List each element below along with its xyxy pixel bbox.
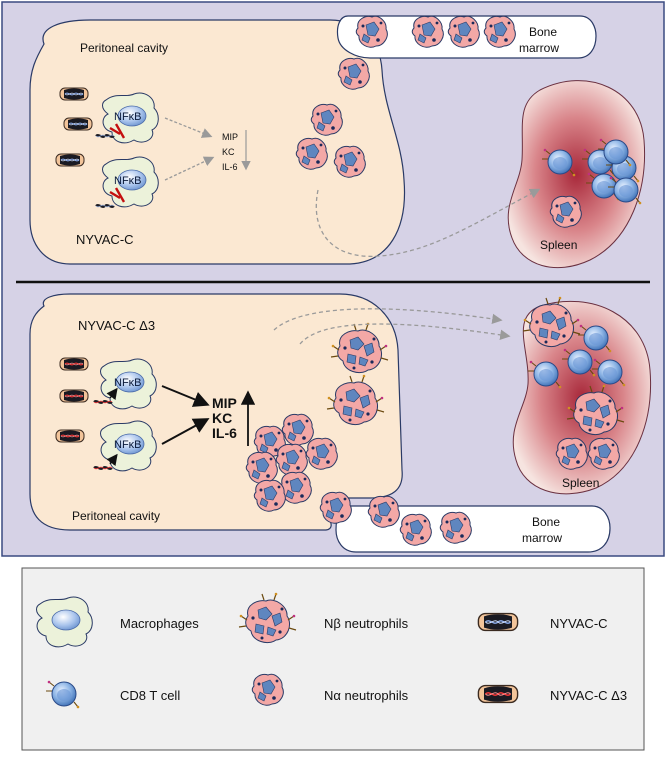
top-cytokine-kc: KC: [222, 147, 235, 157]
top-dna-2: [94, 204, 116, 208]
bottom-bone-marrow-label-line1: Bone: [532, 515, 560, 529]
top-cytokine-mip: MIP: [222, 132, 238, 142]
legend-box: [21, 567, 645, 751]
top-virus-3: [55, 153, 85, 167]
bottom-cytokine-arrow-1: [161, 385, 210, 407]
nyvac-c-virus-icon: [477, 612, 519, 632]
legend-macrophages: Macrophages: [120, 616, 199, 631]
top-virus-1: [59, 87, 89, 101]
bottom-migration-path-2: [299, 323, 511, 345]
bottom-nalpha-exiting-bone-marrow: [319, 491, 352, 524]
bottom-dna-2: [92, 466, 114, 470]
top-virus-2: [63, 117, 93, 131]
bottom-nalpha-4: [245, 451, 278, 484]
bottom-virus-label: NYVAC-C Δ3: [78, 318, 155, 333]
bottom-cytokine-arrow-2: [161, 418, 210, 445]
bottom-nalpha-7: [253, 479, 286, 512]
top-cytokine-arrow-2: [164, 156, 215, 181]
top-spleen-nalpha: [549, 195, 582, 228]
bottom-migration-path-1: [273, 308, 503, 331]
bottom-activation-arrow-2: [106, 453, 118, 467]
top-bm-nalpha-4: [483, 15, 516, 48]
top-virus-label: NYVAC-C: [76, 232, 134, 247]
top-nfkb-label-2: NFκB: [114, 175, 142, 187]
top-cavity-label: Peritoneal cavity: [80, 41, 168, 55]
bottom-nfkb-label-2: NFκB: [114, 439, 142, 451]
legend-nbeta: Nβ neutrophils: [324, 616, 409, 631]
top-cytokine-arrow-1: [164, 117, 213, 138]
bottom-cytokine-kc: KC: [212, 410, 232, 426]
top-peritoneal-cavity: [29, 19, 406, 265]
top-bm-nalpha-1: [355, 15, 388, 48]
bottom-nalpha-3: [305, 437, 338, 470]
nyvac-c-d3-virus-icon: [477, 684, 519, 704]
bottom-spleen-label: Spleen: [562, 476, 599, 490]
top-nalpha-2: [295, 137, 328, 170]
bottom-virus-1: [59, 357, 89, 371]
bottom-cytokine-mip: MIP: [212, 395, 237, 411]
bottom-spleen-nalpha-2: [587, 437, 620, 470]
top-spleen-label: Spleen: [540, 238, 577, 252]
bottom-bm-nalpha-2: [399, 513, 432, 546]
top-inhibition-2: [109, 187, 126, 203]
top-migration-path: [315, 188, 541, 257]
bottom-cytokine-il6: IL-6: [212, 425, 237, 441]
bottom-nfkb-label-1: NFκB: [114, 377, 142, 389]
bottom-virus-3: [55, 429, 85, 443]
top-dna-1: [94, 134, 116, 138]
top-bm-nalpha-3: [447, 15, 480, 48]
top-nalpha-exiting-bone-marrow: [337, 57, 370, 90]
legend-nalpha: Nα neutrophils: [324, 688, 409, 703]
top-bone-marrow-label-line1: Bone: [529, 25, 557, 39]
legend-nyvac-c: NYVAC-C: [550, 616, 608, 631]
top-nalpha-3: [333, 145, 366, 178]
bottom-bone-marrow-label-line2: marrow: [522, 531, 562, 545]
bottom-virus-2: [59, 389, 89, 403]
top-bm-nalpha-2: [411, 15, 444, 48]
legend-nyvac-c-d3: NYVAC-C Δ3: [550, 688, 627, 703]
top-inhibition-1: [109, 123, 126, 139]
bottom-bm-nalpha-1: [367, 495, 400, 528]
bottom-nalpha-5: [275, 443, 308, 476]
top-cytokine-il6: IL-6: [222, 162, 238, 172]
bottom-activation-arrow-1: [106, 387, 118, 401]
bottom-cavity-label: Peritoneal cavity: [72, 509, 160, 523]
top-nfkb-label-1: NFκB: [114, 111, 142, 123]
top-nalpha-1: [310, 103, 343, 136]
bottom-dna-1: [92, 400, 114, 404]
legend-cd8: CD8 T cell: [120, 688, 180, 703]
bottom-nalpha-2: [281, 413, 314, 446]
top-bone-marrow-label-line2: marrow: [519, 41, 559, 55]
bottom-bm-nalpha-3: [439, 511, 472, 544]
bottom-spleen-nalpha-1: [555, 437, 588, 470]
top-spleen: [507, 80, 646, 269]
nalpha-neutrophil-icon: [251, 673, 284, 706]
